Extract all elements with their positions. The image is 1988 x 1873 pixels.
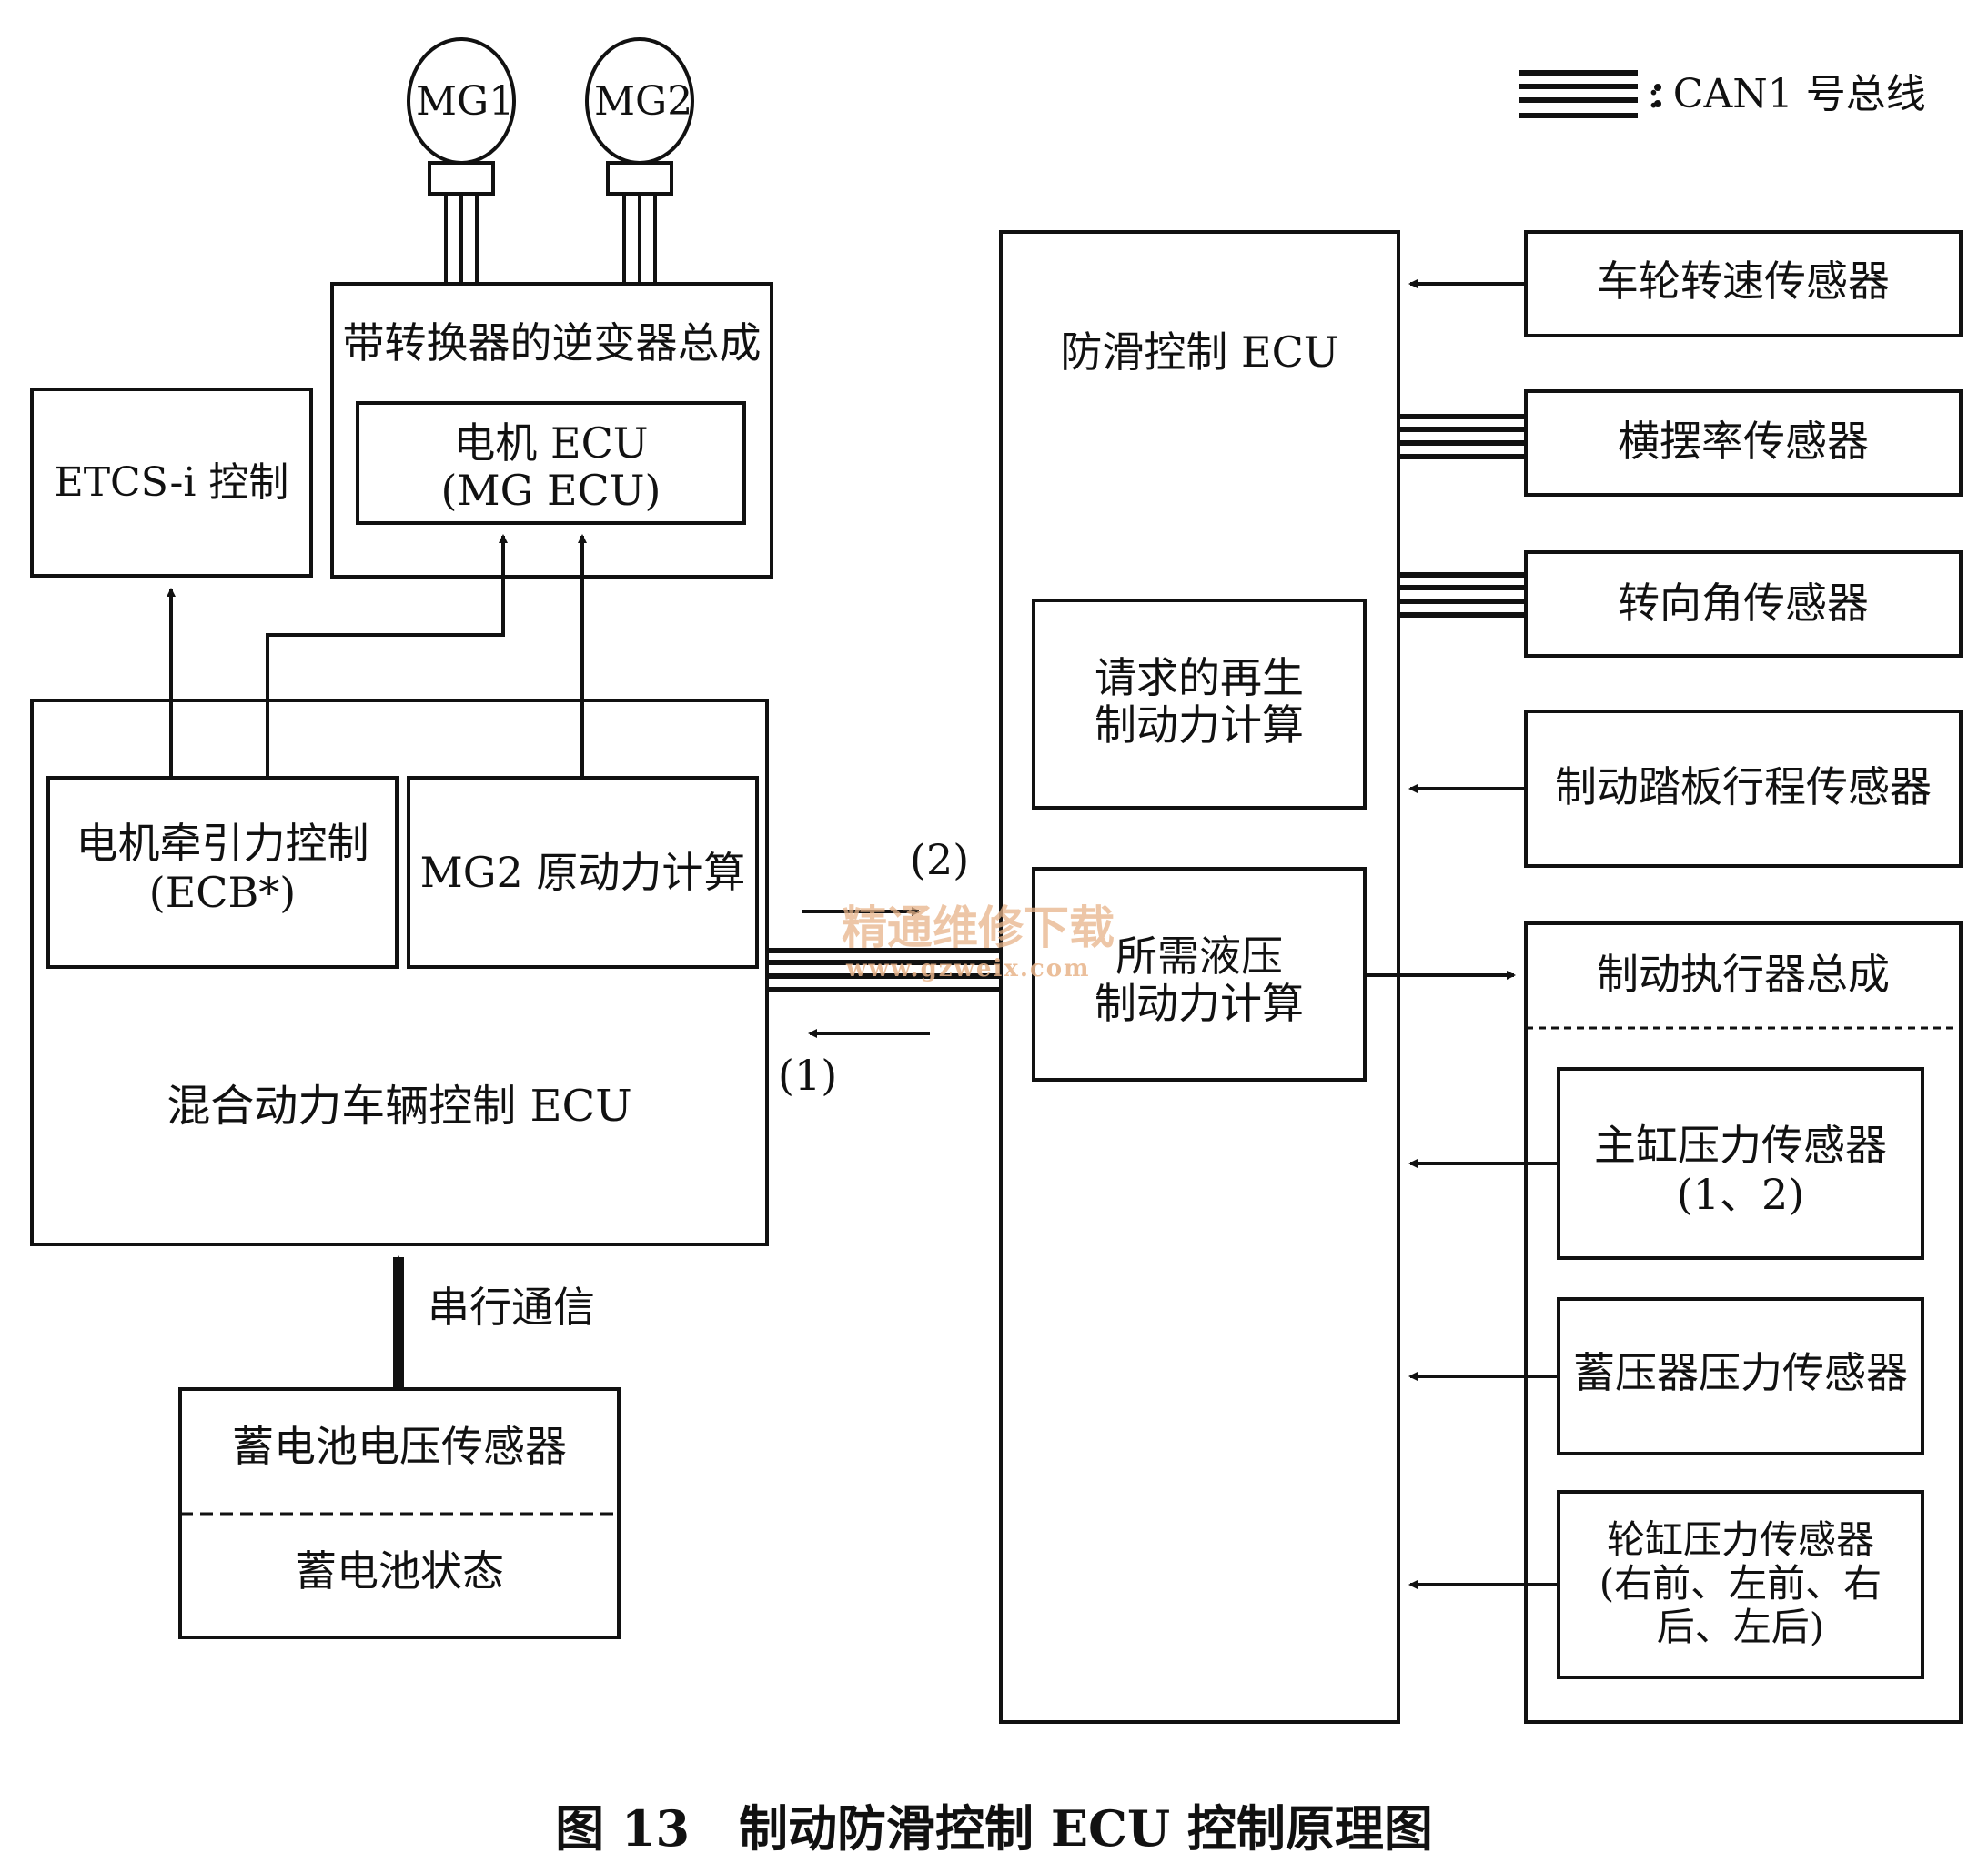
- motor-ecu-line2: (MG ECU): [440, 466, 661, 515]
- signal-1-label: (1): [778, 1051, 838, 1100]
- hydraulic-line1: 所需液压: [1115, 931, 1283, 981]
- accumulator-label: 蓄压器压力传感器: [1573, 1348, 1908, 1397]
- watermark-text: 精通维修下载: [842, 901, 1115, 954]
- traction-box: [46, 776, 399, 969]
- hv-ecu-title: 混合动力车辆控制 ECU: [167, 1081, 632, 1132]
- wheel-cyl-line1: 轮缸压力传感器: [1606, 1517, 1874, 1562]
- actuator-title: 制动执行器总成: [1597, 950, 1890, 999]
- regen-box: [1032, 599, 1367, 810]
- hydraulic-line2: 制动力计算: [1095, 979, 1304, 1028]
- mg2-calc-label: MG2 原动力计算: [419, 848, 746, 897]
- inverter-title: 带转换器的逆变器总成: [342, 318, 762, 368]
- etcs-box: [30, 388, 313, 578]
- actuator-box: [1524, 921, 1963, 1724]
- mg2-base: [606, 161, 673, 196]
- traction-line2: (ECB*): [148, 868, 297, 917]
- arrow-traction-to-mgecu: [266, 534, 508, 778]
- master-cyl-line2: (1、2): [1676, 1170, 1805, 1219]
- watermark-url: www.gzweix.com: [846, 955, 1091, 982]
- motor-ecu-box: [356, 401, 746, 525]
- battery-voltage-label: 蓄电池电压传感器: [232, 1422, 567, 1471]
- steering-angle-label: 转向角传感器: [1618, 579, 1869, 628]
- master-cyl-line1: 主缸压力传感器: [1594, 1121, 1887, 1170]
- signal-2-label: (2): [910, 835, 970, 884]
- wheel-cyl-line2: (右前、左前、右: [1599, 1561, 1882, 1606]
- mg2-label: MG2: [594, 78, 693, 125]
- inverter-box: [330, 282, 773, 579]
- traction-line1: 电机牵引力控制: [76, 819, 369, 868]
- legend-label: : CAN1 号总线: [1647, 71, 1926, 117]
- figure-caption: 图 13 制动防滑控制 ECU 控制原理图: [555, 1799, 1433, 1858]
- wheel-speed-label: 车轮转速传感器: [1597, 257, 1890, 306]
- legend-colon-dot-bottom: [1654, 100, 1661, 107]
- regen-line2: 制动力计算: [1095, 700, 1304, 750]
- mg1-label: MG1: [416, 78, 515, 125]
- regen-line1: 请求的再生: [1095, 653, 1304, 702]
- pedal-stroke-label: 制动踏板行程传感器: [1555, 762, 1932, 811]
- battery-state-label: 蓄电池状态: [295, 1546, 504, 1596]
- skid-ecu-title: 防滑控制 ECU: [1060, 327, 1339, 377]
- wheel-cyl-line3: 后、左后): [1656, 1605, 1825, 1649]
- legend-colon-dot-top: [1654, 84, 1661, 91]
- motor-ecu-line1: 电机 ECU: [453, 418, 649, 468]
- hv-ecu-box: [30, 699, 769, 1246]
- yaw-rate-label: 横摆率传感器: [1618, 417, 1869, 466]
- etcs-label: ETCS-i 控制: [54, 459, 289, 506]
- mg1-base: [428, 161, 495, 196]
- serial-comm-label: 串行通信: [428, 1283, 595, 1332]
